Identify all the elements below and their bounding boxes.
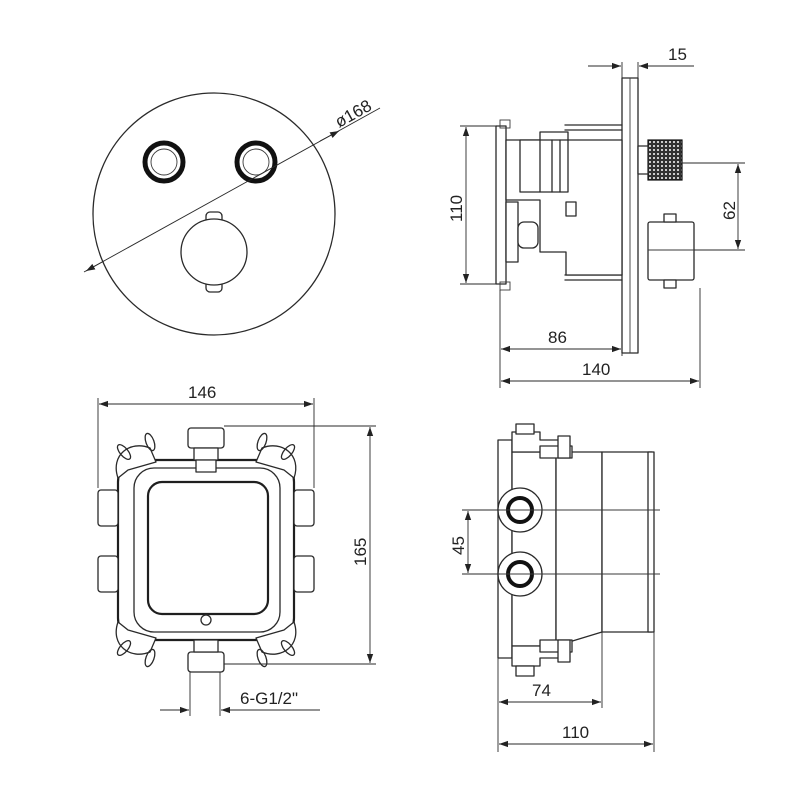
port-left-upper — [97, 489, 119, 527]
port-right-upper — [293, 489, 315, 527]
dim-side-height: 110 — [447, 195, 466, 222]
box-opening — [146, 480, 270, 616]
lug-hole-bl — [116, 639, 132, 657]
lower-fitting — [517, 221, 539, 249]
opening-tab-top — [195, 459, 217, 473]
port-bottom — [187, 651, 225, 673]
clamp-bottom-lug — [557, 639, 571, 663]
dim-side-total: 140 — [582, 360, 610, 379]
clamp-top-lug — [557, 435, 571, 459]
lug-hole-tl — [116, 443, 132, 461]
right-button-inner — [242, 148, 270, 176]
box-side-view: 45 74 110 — [449, 423, 660, 752]
front-view: ø168 — [83, 92, 381, 336]
handle-pin-bottom — [663, 279, 677, 289]
port-left-lower — [97, 555, 119, 593]
lower-bolt — [565, 201, 577, 217]
port-bottom-neck — [193, 639, 219, 653]
side-view: 15 110 62 86 140 — [447, 45, 745, 388]
bottom-nut — [515, 665, 535, 677]
dim-side-handle: 62 — [720, 201, 739, 220]
dim-box-side-depth: 74 — [532, 681, 551, 700]
lug-top-left — [115, 445, 157, 479]
box-side-sleeve — [555, 451, 603, 647]
left-button-ring — [142, 140, 186, 184]
box-side-extension — [601, 451, 653, 633]
top-nut — [515, 423, 535, 435]
lug-hole-tr2 — [256, 432, 268, 452]
dim-box-spacing: 45 — [449, 536, 468, 555]
lug-bottom-right — [255, 621, 297, 655]
rear-plate — [495, 125, 507, 285]
rear-plate-tab-bottom — [499, 281, 511, 291]
diameter-arrow-left — [85, 260, 105, 272]
rear-plate-tab-top — [499, 119, 511, 129]
handle-pin-top — [663, 213, 677, 223]
cover-plate-circle — [92, 92, 336, 336]
box-side-back — [497, 439, 513, 659]
box-front-view: 146 165 6-G1/2" — [97, 383, 376, 716]
port-top-neck — [193, 447, 219, 461]
dim-side-body: 86 — [548, 328, 567, 347]
lower-connector — [505, 201, 519, 263]
lug-hole-tr — [280, 443, 296, 461]
dim-box-width: 146 — [188, 383, 216, 402]
diameter-arrow-right — [319, 130, 340, 142]
lug-hole-br — [280, 639, 296, 657]
left-button-inner — [150, 148, 178, 176]
lug-hole-br2 — [256, 648, 268, 668]
knurled-button-icon — [647, 139, 683, 181]
dim-box-height: 165 — [351, 538, 370, 566]
dim-front-diameter: ø168 — [332, 96, 375, 131]
dim-box-side-total: 110 — [562, 723, 589, 742]
box-inner-rim — [133, 467, 281, 633]
button-stem — [637, 145, 649, 175]
dim-side-plate: 15 — [668, 45, 687, 64]
right-button-ring — [234, 140, 278, 184]
lug-hole-tl2 — [144, 432, 156, 452]
handle-profile — [647, 221, 695, 281]
box-side-body — [511, 451, 557, 647]
lug-top-right — [255, 445, 297, 479]
port-right-lower — [293, 555, 315, 593]
lug-bottom-left — [115, 621, 157, 655]
thermostat-handle — [180, 218, 248, 286]
dim-box-thread: 6-G1/2" — [240, 689, 298, 708]
opening-screw-bottom — [200, 614, 212, 626]
cartridge-upper — [519, 139, 569, 193]
lug-hole-bl2 — [144, 648, 156, 668]
box-side-rim — [647, 451, 655, 633]
port-top — [187, 427, 225, 449]
